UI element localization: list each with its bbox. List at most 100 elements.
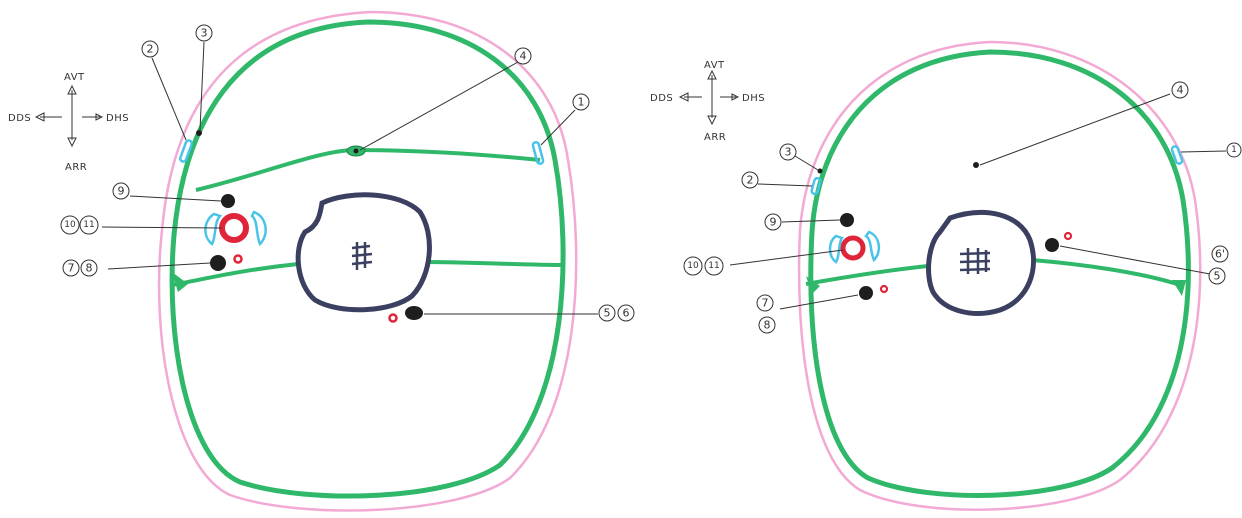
left-label-1: 1 [572,93,590,111]
left-label-9: 9 [112,182,130,200]
left-label-5: 5 [598,304,616,322]
left-leader-1011 [101,226,223,229]
left-label-2-text: 2 [147,43,154,56]
left-label-9-text: 9 [118,185,125,198]
right-dot-4 [973,162,979,168]
left-label-7-text: 7 [68,262,75,275]
left-label-8: 8 [80,259,98,277]
left-leader-1 [540,109,576,146]
left-panel: 2 3 4 1 9 10 11 7 [8,10,635,512]
right-artery-6 [1063,231,1073,241]
left-label-4-text: 4 [520,50,527,63]
right-label-9: 9 [764,213,782,231]
right-label-8: 8 [758,316,776,334]
left-label-5-text: 5 [604,307,611,320]
left-label-11-text: 11 [83,220,94,230]
left-septum-node-dot [353,148,359,154]
left-leader-2 [151,57,187,141]
right-outer-outline [797,40,1202,511]
right-label-7: 7 [756,294,774,312]
right-septum-corner [806,276,820,294]
left-label-8-text: 8 [86,262,93,275]
left-compass [34,84,104,148]
left-lower-septum-b [424,260,566,267]
right-label-11: 11 [704,256,724,276]
left-bracket-right [250,210,267,247]
left-label-1-text: 1 [578,96,585,109]
right-lower-septum-b [1031,258,1181,287]
right-orient-left: DDS [650,93,673,104]
left-label-3-text: 3 [201,27,208,40]
right-dot-3 [817,168,823,174]
right-orient-down: ARR [704,132,726,143]
right-leader-1011 [729,249,844,266]
left-leader-4 [359,61,519,151]
left-label-6-text: 6 [623,307,630,320]
left-bracket-left [204,212,223,246]
right-septum-corner-b [1172,280,1186,296]
left-label-6: 6 [617,304,635,322]
right-vessel-9 [840,213,854,227]
left-vessel-9 [221,194,235,208]
left-label-10: 10 [60,215,80,235]
left-membrane [169,19,566,499]
left-leader-9 [129,195,222,202]
left-band-2 [179,139,193,163]
left-upper-septum [195,147,541,192]
right-label-5: 5 [1208,267,1226,285]
right-artery-10 [840,235,866,261]
right-bracket-left [828,234,844,264]
left-orient-right: DHS [106,113,129,124]
right-label-5-text: 5 [1214,270,1221,283]
right-label-3: 3 [779,143,797,161]
right-leader-9 [781,219,841,223]
left-band-1 [531,141,545,165]
right-label-1-text: 1 [1231,145,1237,155]
left-leader-78 [107,262,211,270]
right-label-4: 4 [1171,81,1189,99]
right-orient-right: DHS [742,93,765,104]
right-leader-78 [779,294,859,310]
left-core-mark [351,242,373,270]
right-core-mark [959,248,991,274]
right-label-6: 6' [1211,245,1229,263]
right-label-3-text: 3 [785,146,792,159]
right-label-10: 10 [683,256,703,276]
right-leader-2 [757,183,813,187]
right-band-2 [810,176,822,196]
left-artery-6 [388,313,398,323]
right-leader-4 [979,93,1171,166]
right-artery-8 [879,284,889,294]
left-dot-3 [196,130,202,136]
right-label-2: 2 [741,171,759,189]
right-lower-septum-a [805,264,929,286]
right-vessel-5 [1045,238,1059,252]
right-leader-3 [794,155,819,171]
right-label-2-text: 2 [747,174,754,187]
right-label-9-text: 9 [770,216,777,229]
right-leader-5 [1059,245,1211,275]
right-label-11-text: 11 [708,261,719,271]
left-label-4: 4 [514,47,532,65]
right-label-10-text: 10 [687,261,699,271]
left-label-11: 11 [79,215,99,235]
right-label-7-text: 7 [762,297,769,310]
right-bracket-right [864,230,881,263]
right-vessel-7 [859,286,873,300]
left-label-10-text: 10 [64,220,76,230]
left-label-2: 2 [141,40,159,58]
left-lower-septum-a [171,262,299,287]
right-compass [678,69,740,126]
right-panel: 3 2 4 1 9 10 11 7 [650,40,1242,511]
left-orient-down: ARR [65,162,87,173]
left-label-7: 7 [62,259,80,277]
left-label-3: 3 [195,24,213,42]
right-label-6-text: 6' [1215,248,1225,261]
left-vessel-5 [405,306,423,320]
left-artery-10 [219,213,249,243]
right-leader-1 [1180,150,1227,153]
right-core [926,210,1036,316]
left-septum-corner [172,272,188,292]
right-label-1: 1 [1226,142,1242,158]
